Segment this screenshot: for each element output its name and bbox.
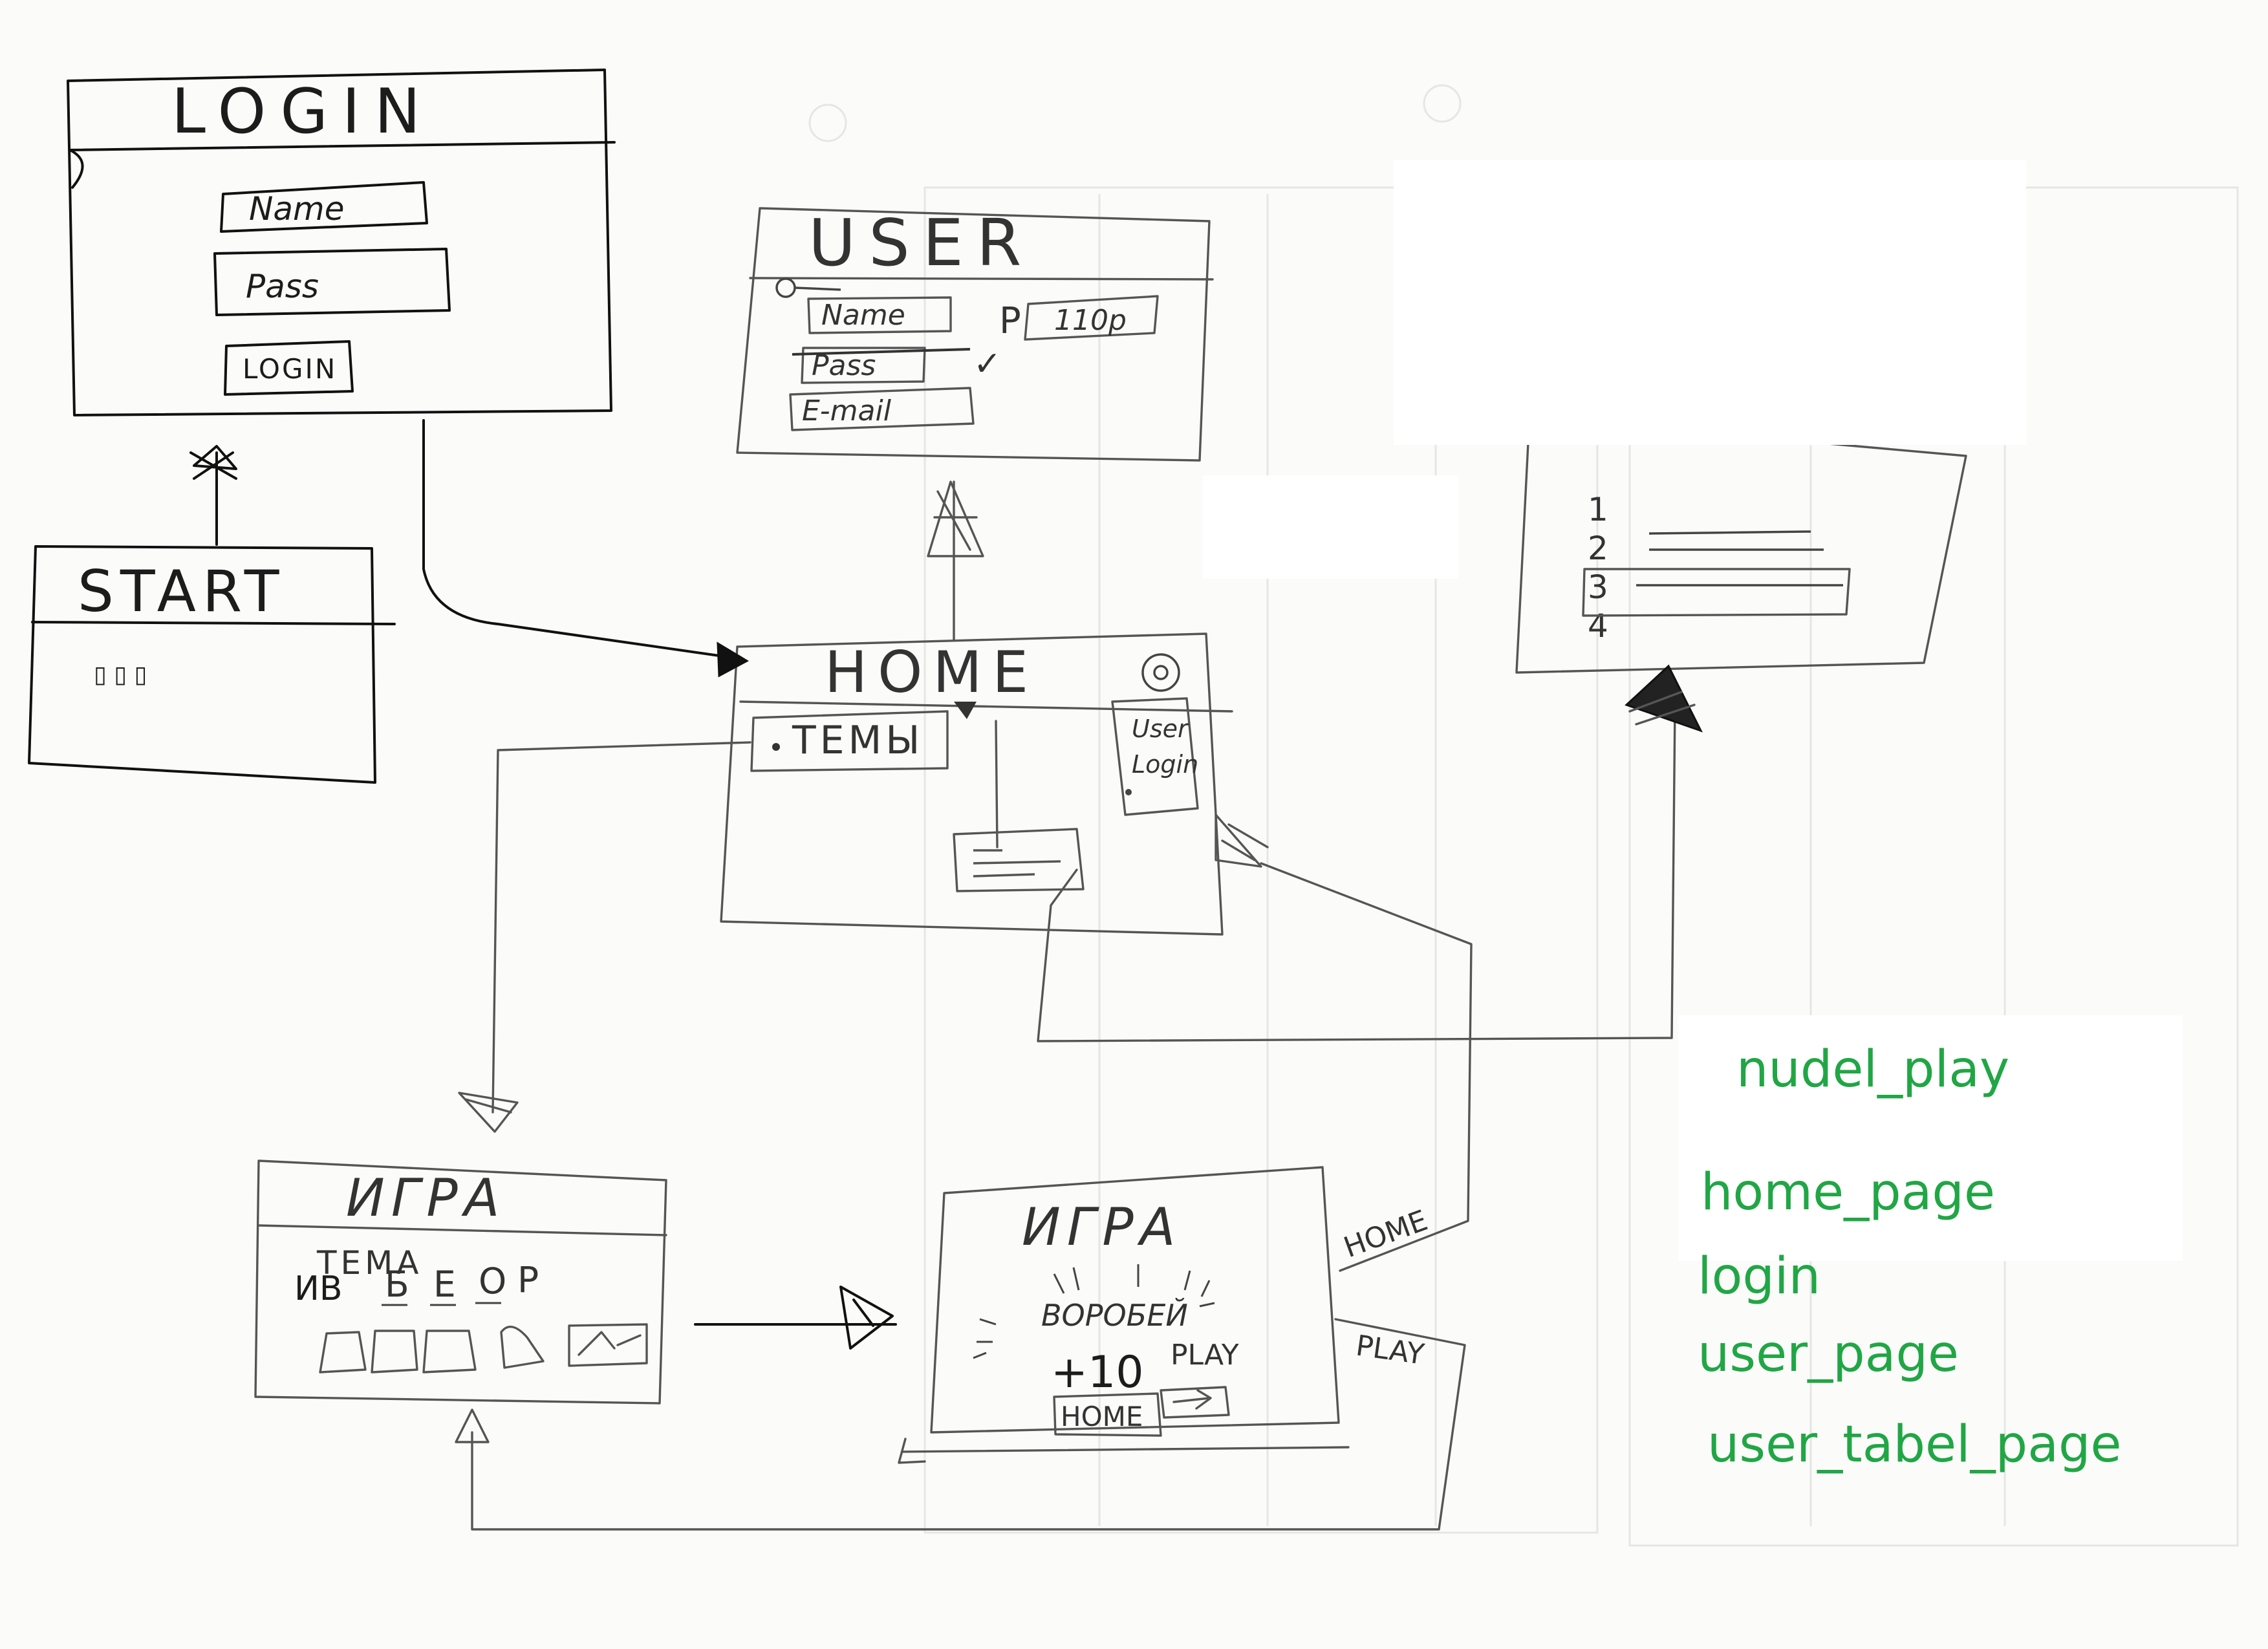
- legend-item: nudel_play: [1736, 1040, 2010, 1099]
- login-submit-label: LOGIN: [243, 353, 337, 385]
- connector-home-label: HOME: [1339, 1204, 1432, 1265]
- game-result-word: ВОРОБЕЙ: [1041, 1298, 1188, 1333]
- login-submit-button[interactable]: LOGIN: [224, 340, 354, 396]
- start-to-login-arrow: [189, 445, 237, 546]
- result-to-home-connector: HOME: [1215, 814, 1473, 1272]
- legend-item: user_page: [1698, 1325, 1959, 1383]
- login-screen: LOGIN Name Pass LOGIN: [67, 69, 616, 416]
- legend-item: home_page: [1701, 1163, 1995, 1222]
- user-name-placeholder: Name: [821, 299, 905, 332]
- user-rating-value: 110p: [1054, 304, 1127, 337]
- user-name-field[interactable]: Name: [807, 296, 952, 334]
- game-select-to-result-arrow: [694, 1286, 897, 1350]
- table-row-number: 2: [1588, 530, 1608, 567]
- start-title: START: [78, 558, 285, 625]
- home-title: HOME: [825, 639, 1039, 706]
- table-row-number: 3: [1588, 568, 1608, 606]
- user-title: USER: [808, 205, 1034, 281]
- redaction-patch: [1394, 160, 2026, 445]
- game-result-screen: ИГРА ВОРОБЕЙ +10 PLAY HOME: [901, 1166, 1350, 1453]
- home-avatar-icon[interactable]: [1141, 653, 1180, 692]
- user-pass-placeholder: Pass: [812, 349, 876, 382]
- user-pass-field[interactable]: Pass: [792, 347, 971, 384]
- user-rating-prefix: P: [999, 300, 1021, 342]
- game-select-letters: Б Е О Р: [382, 1259, 539, 1306]
- home-menu-login[interactable]: Login: [1132, 750, 1198, 779]
- home-screen: HOME ТЕМЫ User Login: [720, 632, 1233, 936]
- user-email-field[interactable]: E-mail: [789, 387, 975, 431]
- legend-item: login: [1698, 1247, 1821, 1306]
- home-to-table-connector: [1037, 664, 1703, 1042]
- login-name-placeholder: Name: [249, 190, 345, 228]
- letter-slot[interactable]: О: [479, 1260, 506, 1302]
- user-rating-box: 110p: [1024, 295, 1159, 341]
- table-rows: 1 2 3 4: [1582, 491, 1851, 645]
- home-topics-label: ТЕМЫ: [792, 718, 923, 763]
- home-to-game-connector: [458, 741, 751, 1133]
- user-screen: USER Name P 110p Pass ✓ E-mail: [736, 205, 1214, 462]
- login-title: LOGIN: [171, 76, 435, 147]
- game-result-home-button[interactable]: HOME: [1053, 1392, 1162, 1437]
- game-select-next-button[interactable]: [568, 1323, 648, 1367]
- game-select-topic-label: ТЕМА: [316, 1244, 422, 1282]
- game-select-abbrev: ИВ: [294, 1269, 343, 1308]
- letter-slot[interactable]: Е: [433, 1264, 456, 1305]
- login-pass-placeholder: Pass: [246, 268, 319, 305]
- home-account-menu[interactable]: User Login: [1111, 697, 1199, 816]
- game-result-title: ИГРА: [1022, 1197, 1182, 1257]
- home-topics-dropdown[interactable]: [953, 828, 1085, 892]
- game-result-next-button[interactable]: [1160, 1386, 1230, 1419]
- login-to-home-connector: [422, 419, 750, 678]
- game-select-title: ИГРА: [346, 1168, 506, 1228]
- letter-slot[interactable]: Б: [385, 1264, 409, 1305]
- game-result-play-label: PLAY: [1171, 1339, 1239, 1372]
- legend-item: user_tabel_page: [1707, 1416, 2122, 1474]
- login-pass-field[interactable]: Pass: [213, 248, 451, 316]
- user-check-mark: ✓: [973, 345, 1002, 383]
- home-menu-user[interactable]: User: [1132, 715, 1189, 743]
- home-topics-button[interactable]: ТЕМЫ: [750, 710, 949, 772]
- home-to-user-arrow: [927, 480, 984, 641]
- login-name-field[interactable]: Name: [220, 181, 428, 233]
- user-table-screen: 1 2 3 4: [1515, 416, 1967, 674]
- letter-slot[interactable]: Р: [517, 1259, 539, 1300]
- start-placeholder-dots: ▯ ▯ ▯: [94, 662, 147, 688]
- game-select-screen: ИГРА ТЕМА ИВ Б Е О Р: [254, 1159, 667, 1405]
- legend-backdrop: [1678, 1015, 2183, 1261]
- table-row-number: 1: [1588, 491, 1608, 528]
- game-result-home-label: HOME: [1061, 1401, 1143, 1432]
- game-result-score: +10: [1051, 1347, 1144, 1398]
- start-screen: START ▯ ▯ ▯: [28, 545, 396, 784]
- game-select-answer-boxes[interactable]: [319, 1326, 545, 1374]
- redaction-patch: [1203, 475, 1458, 579]
- game-result-sparkle-lines: [973, 1264, 1215, 1359]
- user-email-placeholder: E-mail: [802, 394, 892, 427]
- table-row-number: 4: [1588, 607, 1608, 645]
